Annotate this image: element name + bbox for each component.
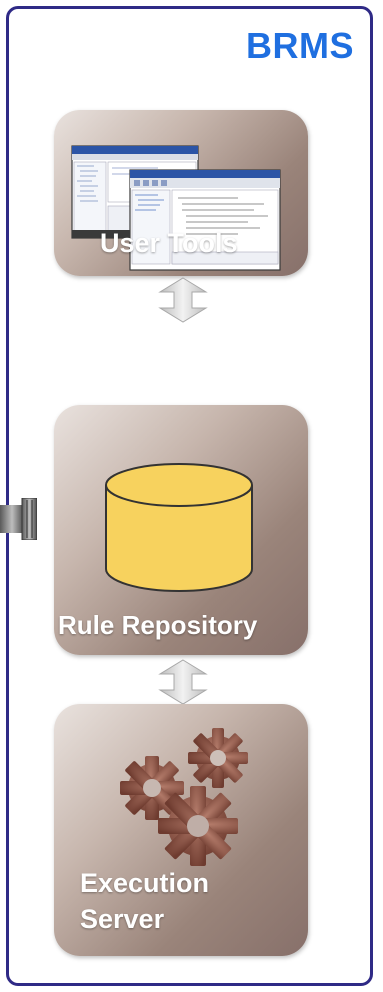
connector-plug-icon [0,498,37,540]
user-tools-label: User Tools [100,228,238,258]
execution-server-tile: Execution Server [54,704,308,956]
database-cylinder-icon [105,463,253,592]
gears-icon [120,728,248,866]
rule-repository-tile: Rule Repository [54,405,308,655]
bidirectional-arrow-icon [158,659,208,705]
rule-repository-label: Rule Repository [58,610,258,640]
brms-title: BRMS [246,25,354,66]
bidirectional-arrow-icon [158,277,208,323]
desktop-windows-icon [71,145,281,271]
user-tools-tile: User Tools [54,110,308,276]
execution-server-label-line2: Server [80,904,165,934]
execution-server-label-line1: Execution [80,868,210,898]
